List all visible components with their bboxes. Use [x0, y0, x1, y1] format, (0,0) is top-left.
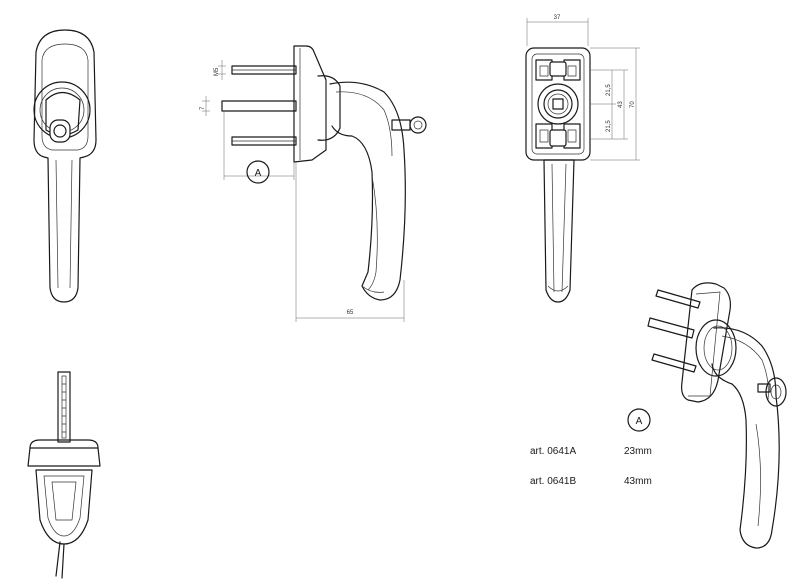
callout-a-iso-label: A: [636, 416, 643, 427]
bottom-view: [27, 371, 101, 579]
rear-view: 37 70 43 21,5 21,5: [525, 15, 640, 303]
dim-43: 43: [618, 101, 624, 108]
callout-a-side-label: A: [255, 168, 262, 179]
dim-65: 65: [347, 310, 354, 316]
callout-a-side: [246, 160, 270, 184]
dim-37: 37: [554, 15, 561, 21]
variant-b-length: 43mm: [624, 476, 652, 487]
side-view: M5 7 A 65: [200, 45, 427, 322]
variant-b-article: art. 0641B: [530, 476, 576, 487]
dim-pin-offset: 7: [200, 106, 206, 110]
variant-table: art. 0641A 23mm art. 0641B 43mm: [530, 446, 652, 487]
callout-a-iso: [627, 408, 651, 432]
variant-a-article: art. 0641A: [530, 446, 576, 457]
dim-21-5-top: 21,5: [606, 84, 612, 96]
dim-21-5-bottom: 21,5: [606, 120, 612, 132]
front-view: [33, 29, 97, 303]
isometric-view: A: [627, 282, 787, 549]
variant-a-length: 23mm: [624, 446, 652, 457]
dim-70: 70: [630, 101, 636, 108]
dim-thread: M5: [214, 67, 220, 76]
